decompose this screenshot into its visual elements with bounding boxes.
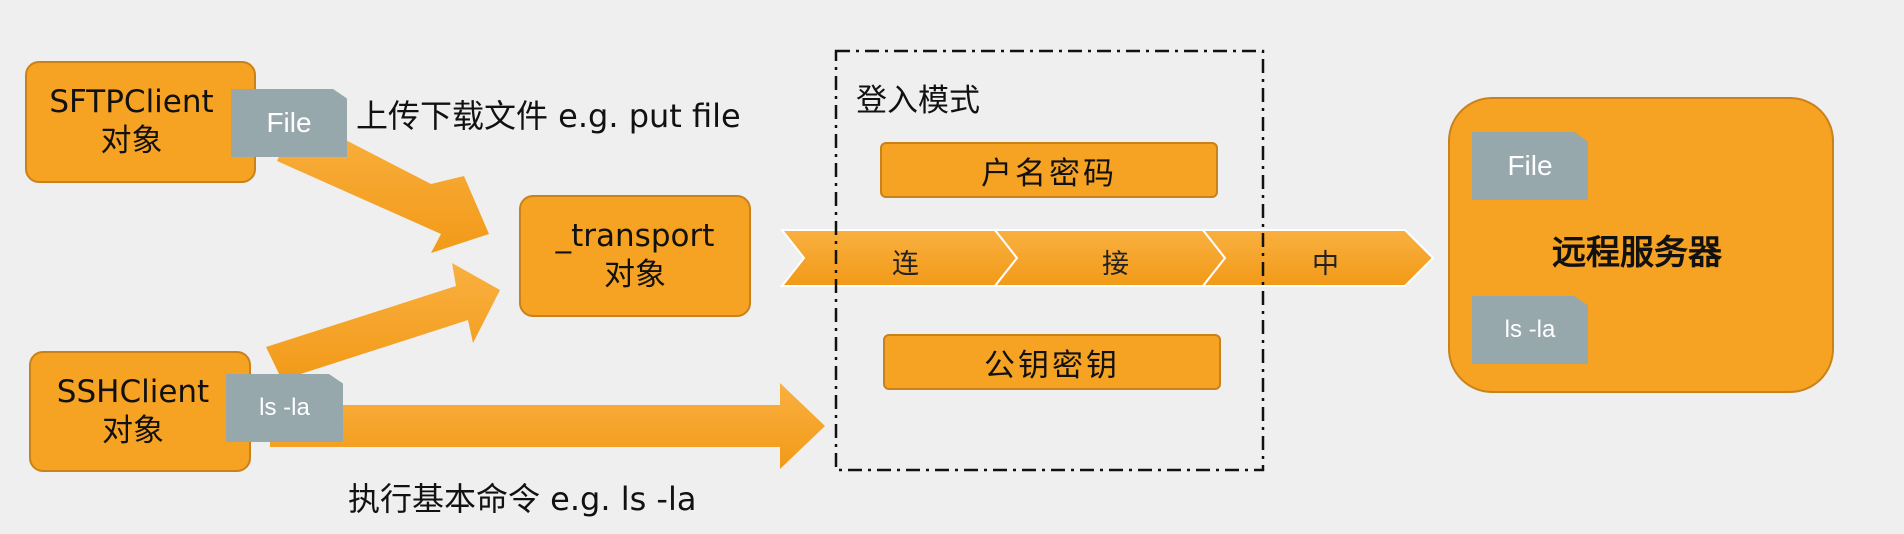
file-doc-label: File — [266, 107, 312, 138]
upload-label: 上传下载文件 e.g. put file — [356, 97, 741, 135]
sftp-client-name: SFTPClient — [49, 84, 214, 121]
arrow-ssh-to-connection — [270, 383, 825, 469]
transport-subtitle: 对象 — [604, 257, 666, 293]
ssh-client-name: SSHClient — [56, 373, 210, 410]
server-ls-doc-icon: ls -la — [1472, 296, 1588, 364]
pubkey-login-label: 公钥密钥 — [984, 347, 1120, 384]
ssh-client-subtitle: 对象 — [102, 412, 164, 449]
connecting-char-1: 连 — [892, 249, 919, 280]
password-login-label: 户名密码 — [981, 155, 1117, 192]
ls-doc-label: ls -la — [259, 394, 310, 421]
sftp-client-subtitle: 对象 — [100, 123, 163, 159]
connecting-char-3: 中 — [1312, 249, 1339, 280]
transport-name: _transport — [555, 218, 715, 255]
arrow-ssh-to-transport — [266, 263, 500, 380]
ls-doc-icon: ls -la — [226, 374, 343, 442]
connection-segment-3 — [1200, 229, 1435, 287]
sftp-client-box: SFTPClient 对象 — [25, 61, 256, 183]
server-file-doc-label: File — [1507, 150, 1553, 181]
exec-label: 执行基本命令 e.g. ls -la — [348, 480, 697, 518]
server-ls-doc-label: ls -la — [1504, 316, 1556, 343]
login-mode-frame — [834, 49, 1265, 472]
remote-server-label: 远程服务器 — [1552, 233, 1722, 273]
ssh-client-box: SSHClient 对象 — [29, 351, 251, 472]
pubkey-login-option: 公钥密钥 — [883, 334, 1221, 390]
transport-box: _transport 对象 — [519, 195, 751, 317]
server-file-doc-icon: File — [1472, 132, 1588, 200]
file-doc-icon: File — [231, 89, 347, 157]
login-mode-title: 登入模式 — [856, 83, 980, 119]
connecting-char-2: 接 — [1102, 249, 1129, 280]
password-login-option: 户名密码 — [880, 142, 1218, 198]
